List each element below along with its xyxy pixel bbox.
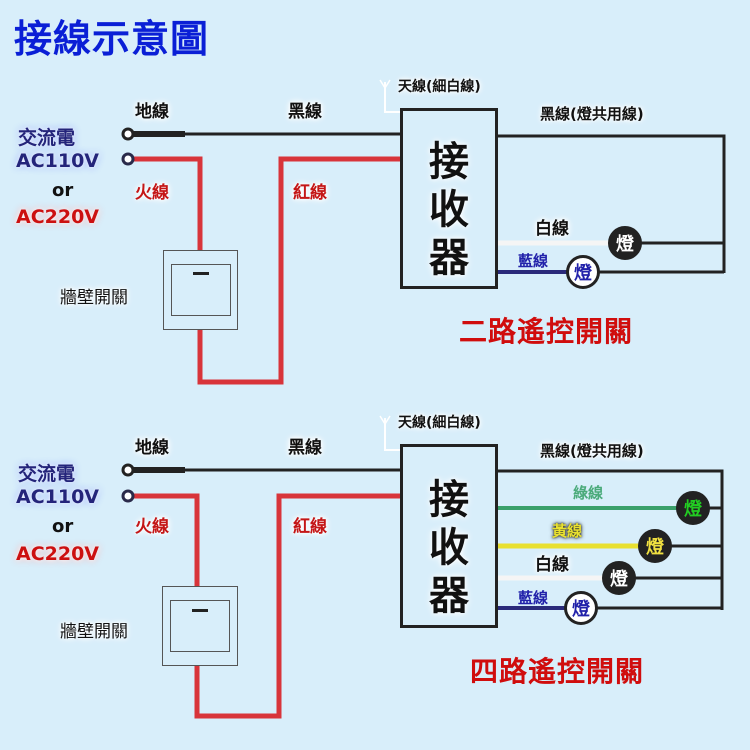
lamp-icon-yellow: 燈: [638, 529, 672, 563]
voltage-110: AC110V: [16, 486, 100, 508]
wall-switch-label: 牆壁開關: [60, 288, 128, 308]
power-label: 交流電: [18, 463, 76, 485]
wall-switch: [162, 586, 238, 666]
lamp-icon-white: 燈: [608, 226, 642, 260]
receiver-char: 器: [429, 235, 469, 281]
blue-wire-label: 藍線: [518, 252, 549, 270]
red-wire-label: 紅線: [293, 517, 327, 537]
live-wire-label: 火線: [135, 183, 169, 203]
red-wire-label: 紅線: [293, 183, 327, 203]
receiver-box: 接 收 器: [400, 108, 498, 289]
antenna-label: 天線(細白線): [398, 79, 481, 95]
green-wire-label: 綠線: [573, 484, 604, 502]
receiver-char: 收: [429, 187, 469, 233]
switch-rocker: [171, 264, 231, 316]
ground-wire-label: 地線: [135, 102, 169, 122]
black-wire-label: 黑線: [288, 438, 322, 458]
white-wire-label: 白線: [535, 555, 569, 575]
wall-switch: [163, 250, 238, 330]
receiver-char: 收: [429, 525, 469, 571]
receiver-char: 接: [429, 139, 469, 185]
lamp-icon-white: 燈: [602, 561, 636, 595]
or-text: or: [52, 180, 74, 201]
lamp-icon-green: 燈: [676, 491, 710, 525]
voltage-220: AC220V: [16, 543, 100, 565]
antenna-label: 天線(細白線): [398, 415, 481, 431]
receiver-char: 器: [429, 573, 469, 619]
switch-indicator: [193, 272, 209, 275]
white-wire-label: 白線: [535, 219, 569, 239]
page-title: 接線示意圖: [14, 17, 210, 61]
common-wire-label: 黑線(燈共用線): [540, 105, 644, 123]
lamp-icon-blue: 燈: [566, 255, 600, 289]
live-wire-label: 火線: [135, 517, 169, 537]
mode-title-four-way: 四路遙控開關: [470, 655, 645, 688]
lamp-icon-blue: 燈: [564, 591, 598, 625]
power-label: 交流電: [18, 127, 76, 149]
switch-rocker: [170, 600, 230, 652]
common-wire-label: 黑線(燈共用線): [540, 442, 644, 460]
receiver-char: 接: [429, 477, 469, 523]
black-wire-label: 黑線: [288, 102, 322, 122]
voltage-110: AC110V: [16, 150, 100, 172]
switch-indicator: [192, 609, 208, 612]
receiver-box: 接 收 器: [400, 444, 498, 628]
ground-wire-label: 地線: [135, 438, 169, 458]
mode-title-two-way: 二路遙控開關: [459, 315, 634, 348]
voltage-220: AC220V: [16, 206, 100, 228]
blue-wire-label: 藍線: [518, 589, 549, 607]
wall-switch-label: 牆壁開關: [60, 622, 128, 642]
yellow-wire-label: 黃線: [552, 522, 583, 540]
or-text: or: [52, 516, 74, 537]
